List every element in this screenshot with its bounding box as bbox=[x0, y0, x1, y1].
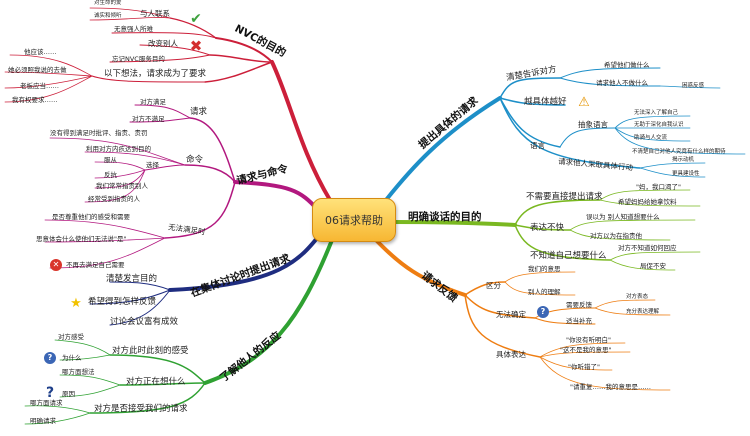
purpose-unknown[interactable]: 不知道自己想要什么 bbox=[530, 251, 607, 261]
concrete-abstract-b[interactable]: 无助于深化自我认识 bbox=[634, 122, 684, 128]
reaction-think-b[interactable]: 原因 bbox=[62, 390, 75, 398]
feedback-express-a[interactable]: "你没有听明白" bbox=[566, 336, 611, 344]
cross-icon: ✕ bbox=[50, 259, 62, 271]
check-icon: ✔ bbox=[190, 11, 202, 27]
concrete-abstract[interactable]: 抽象语言 bbox=[578, 120, 608, 129]
purpose-unknown-a[interactable]: 对方不知道如何回应 bbox=[618, 244, 677, 252]
command-b[interactable]: 利用对方内疚达到目的 bbox=[86, 145, 151, 153]
feedback-distinguish-a[interactable]: 我们的意思 bbox=[528, 265, 561, 273]
purpose-unknown-b[interactable]: 局促不安 bbox=[640, 262, 666, 270]
branch-feedback bbox=[374, 238, 671, 391]
star-icon: ★ bbox=[70, 295, 82, 311]
nvc-when-item-1[interactable]: 他应该…… bbox=[24, 48, 57, 56]
request-a[interactable]: 对方满足 bbox=[140, 98, 166, 106]
feedback-express-d[interactable]: "请重复……我的意思是…… bbox=[570, 383, 651, 391]
question-icon: ? bbox=[537, 306, 549, 318]
feedback-distinguish[interactable]: 区分 bbox=[486, 281, 501, 290]
nvc-connect[interactable]: 与人联系 bbox=[140, 9, 170, 18]
nvc-when-item-3[interactable]: 老板应当…… bbox=[20, 82, 59, 90]
nvc-forget[interactable]: 忘记NVC服务目的 bbox=[112, 55, 165, 63]
command-d[interactable]: 经常受到指责的人 bbox=[88, 195, 140, 203]
feedback-express[interactable]: 具体表达 bbox=[496, 350, 526, 359]
group-b[interactable]: 希望得到怎样反馈 bbox=[88, 297, 157, 307]
feedback-supplement[interactable]: 适当补充 bbox=[566, 317, 592, 325]
branch-request bbox=[44, 104, 320, 269]
branch-group bbox=[89, 230, 324, 326]
command-obey[interactable]: 服从 bbox=[104, 156, 117, 164]
reaction-accept-b[interactable]: 明确请求 bbox=[30, 417, 56, 425]
reaction-feel-b[interactable]: 为什么 bbox=[62, 354, 82, 362]
reaction-feel[interactable]: 对方此时此刻的感受 bbox=[112, 346, 189, 356]
command-choice[interactable]: 选择 bbox=[146, 161, 159, 169]
question-mark-icon: ? bbox=[45, 385, 55, 401]
request-b[interactable]: 对方不满足 bbox=[132, 115, 165, 123]
reaction-accept[interactable]: 对方是否接受我们的请求 bbox=[94, 404, 188, 414]
nvc-connect-c[interactable]: 无意强人所难 bbox=[114, 25, 153, 33]
concrete-clear-b[interactable]: 请求他人不做什么 bbox=[596, 79, 648, 87]
nvc-change[interactable]: 改变别人 bbox=[148, 39, 178, 48]
concrete-vague[interactable]: 越具体越好 bbox=[524, 97, 567, 107]
purpose-nodirect[interactable]: 不需要直接提出请求 bbox=[526, 192, 603, 202]
clarify-purpose-topic[interactable]: 明确谈话的目的 bbox=[408, 211, 482, 223]
command-label[interactable]: 命令 bbox=[186, 155, 204, 165]
feedback-unsure[interactable]: 无法确定 bbox=[496, 310, 526, 319]
purpose-unclear[interactable]: 表达不快 bbox=[530, 223, 565, 233]
concrete-action-a[interactable]: 揭示动机 bbox=[672, 157, 695, 163]
branch-reaction bbox=[24, 238, 334, 425]
nvc-when[interactable]: 以下想法，请求成为了要求 bbox=[104, 69, 207, 79]
nvc-when-item-2[interactable]: 她必须照我说的去做 bbox=[8, 66, 67, 74]
feedback-need[interactable]: 需要反馈 bbox=[566, 301, 592, 309]
cross-icon: ✖ bbox=[189, 36, 203, 55]
concrete-clear-c[interactable]: 困惑反感 bbox=[682, 83, 705, 89]
nvc-connect-a[interactable]: 对生命的爱 bbox=[94, 0, 122, 6]
feedback-need-a[interactable]: 对方表态 bbox=[626, 294, 649, 300]
branch-purpose bbox=[390, 189, 701, 271]
reaction-think-a[interactable]: 哪方面想法 bbox=[62, 368, 95, 376]
command-resist[interactable]: 反抗 bbox=[104, 171, 117, 179]
central-topic[interactable]: 06请求帮助 bbox=[312, 198, 396, 242]
purpose-nodirect-b[interactable]: 希望妈妈给她拿饮料 bbox=[618, 198, 677, 206]
concrete-abstract-d[interactable]: 不清楚自己对他人究竟有什么样的期待 bbox=[632, 149, 726, 155]
branch-nvc bbox=[4, 7, 332, 202]
reaction-think[interactable]: 对方正在想什么 bbox=[126, 377, 186, 387]
reaction-feel-a[interactable]: 对方感受 bbox=[58, 333, 84, 341]
command-c[interactable]: 我们常常指责别人 bbox=[96, 182, 148, 190]
concrete-action-b[interactable]: 更具建设性 bbox=[672, 171, 700, 177]
purpose-unclear-b[interactable]: 对方以为在指责他 bbox=[590, 232, 642, 240]
command-a[interactable]: 没有得到满足时批评、指责、责罚 bbox=[50, 129, 148, 137]
purpose-nodirect-a[interactable]: "妈，我口渴了" bbox=[636, 183, 681, 191]
request-label[interactable]: 请求 bbox=[190, 107, 208, 117]
branch-concrete bbox=[384, 67, 746, 202]
unconditional-a[interactable]: 是否尊重他们的感受和需要 bbox=[52, 213, 130, 221]
purpose-unclear-a[interactable]: 误以为 别人知道想要什么 bbox=[586, 213, 660, 221]
reaction-accept-a[interactable]: 哪方面请求 bbox=[30, 399, 63, 407]
nvc-when-item-4[interactable]: 我有权要求…… bbox=[12, 96, 58, 104]
unconditional-b[interactable]: 思意体会什么使他们无法说"是" bbox=[36, 235, 127, 243]
feedback-need-b[interactable]: 充分表达理解 bbox=[626, 309, 660, 315]
group-a[interactable]: 清楚发言目的 bbox=[106, 274, 158, 284]
concrete-language[interactable]: 语言 bbox=[530, 141, 545, 150]
concrete-abstract-c[interactable]: 助骑与人交流 bbox=[634, 135, 668, 141]
warning-icon: ⚠ bbox=[578, 94, 590, 110]
question-icon: ? bbox=[44, 352, 56, 364]
feedback-express-c[interactable]: "你听错了" bbox=[568, 363, 600, 371]
concrete-abstract-a[interactable]: 无法深入了解自己 bbox=[634, 110, 679, 116]
feedback-express-b[interactable]: "这不是我的意思" bbox=[560, 346, 612, 354]
feedback-distinguish-b[interactable]: 别人的理解 bbox=[528, 288, 561, 296]
concrete-clear-a[interactable]: 希望他们做什么 bbox=[604, 61, 650, 69]
unconditional-c[interactable]: 不再去满足自己需要 bbox=[66, 261, 125, 269]
nvc-connect-b[interactable]: 诚实和倾听 bbox=[94, 13, 122, 19]
group-c[interactable]: 讨论会议富有成效 bbox=[110, 317, 179, 327]
